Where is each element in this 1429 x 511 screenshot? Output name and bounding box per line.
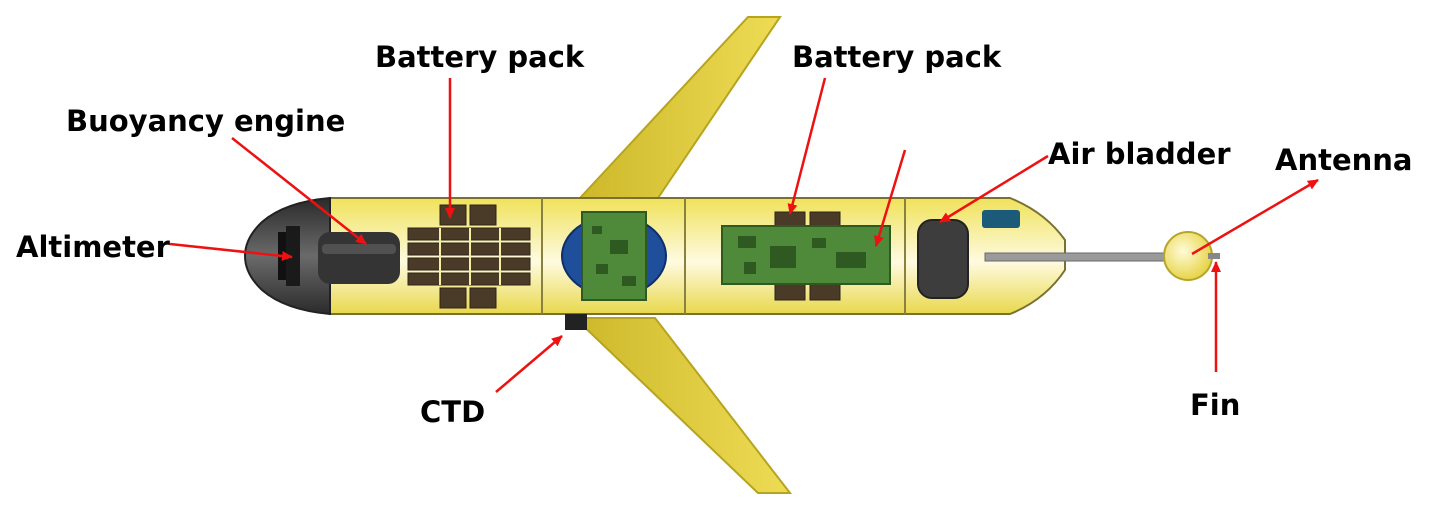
label-battery-pack-rear: Battery pack <box>792 40 1002 74</box>
arrow-altimeter <box>169 242 293 261</box>
callout-arrows <box>169 77 1319 393</box>
label-air-bladder: Air bladder <box>1048 137 1231 171</box>
air-bladder <box>917 219 969 299</box>
control-board <box>581 211 647 301</box>
label-ctd: CTD <box>420 395 485 429</box>
arrow-air-bladder <box>939 154 1049 224</box>
label-fin: Fin <box>1190 388 1240 422</box>
label-altimeter: Altimeter <box>16 230 171 264</box>
upper-wing <box>577 16 782 199</box>
antenna-rod <box>984 252 1171 262</box>
top-module <box>982 210 1020 228</box>
ctd-sensor <box>565 314 587 330</box>
antenna-bulb <box>1163 231 1213 281</box>
arrow-ctd <box>495 335 563 393</box>
label-antenna: Antenna <box>1275 143 1412 177</box>
lower-wing <box>572 317 793 494</box>
arrow-board <box>874 149 907 247</box>
label-buoyancy-engine: Buoyancy engine <box>66 104 345 138</box>
arrow-buoyancy-engine <box>231 137 367 245</box>
label-battery-pack-front: Battery pack <box>375 40 585 74</box>
fin-tip <box>1208 253 1220 259</box>
arrow-battery-pack-2 <box>787 77 827 215</box>
arrow-antenna <box>1191 178 1319 256</box>
